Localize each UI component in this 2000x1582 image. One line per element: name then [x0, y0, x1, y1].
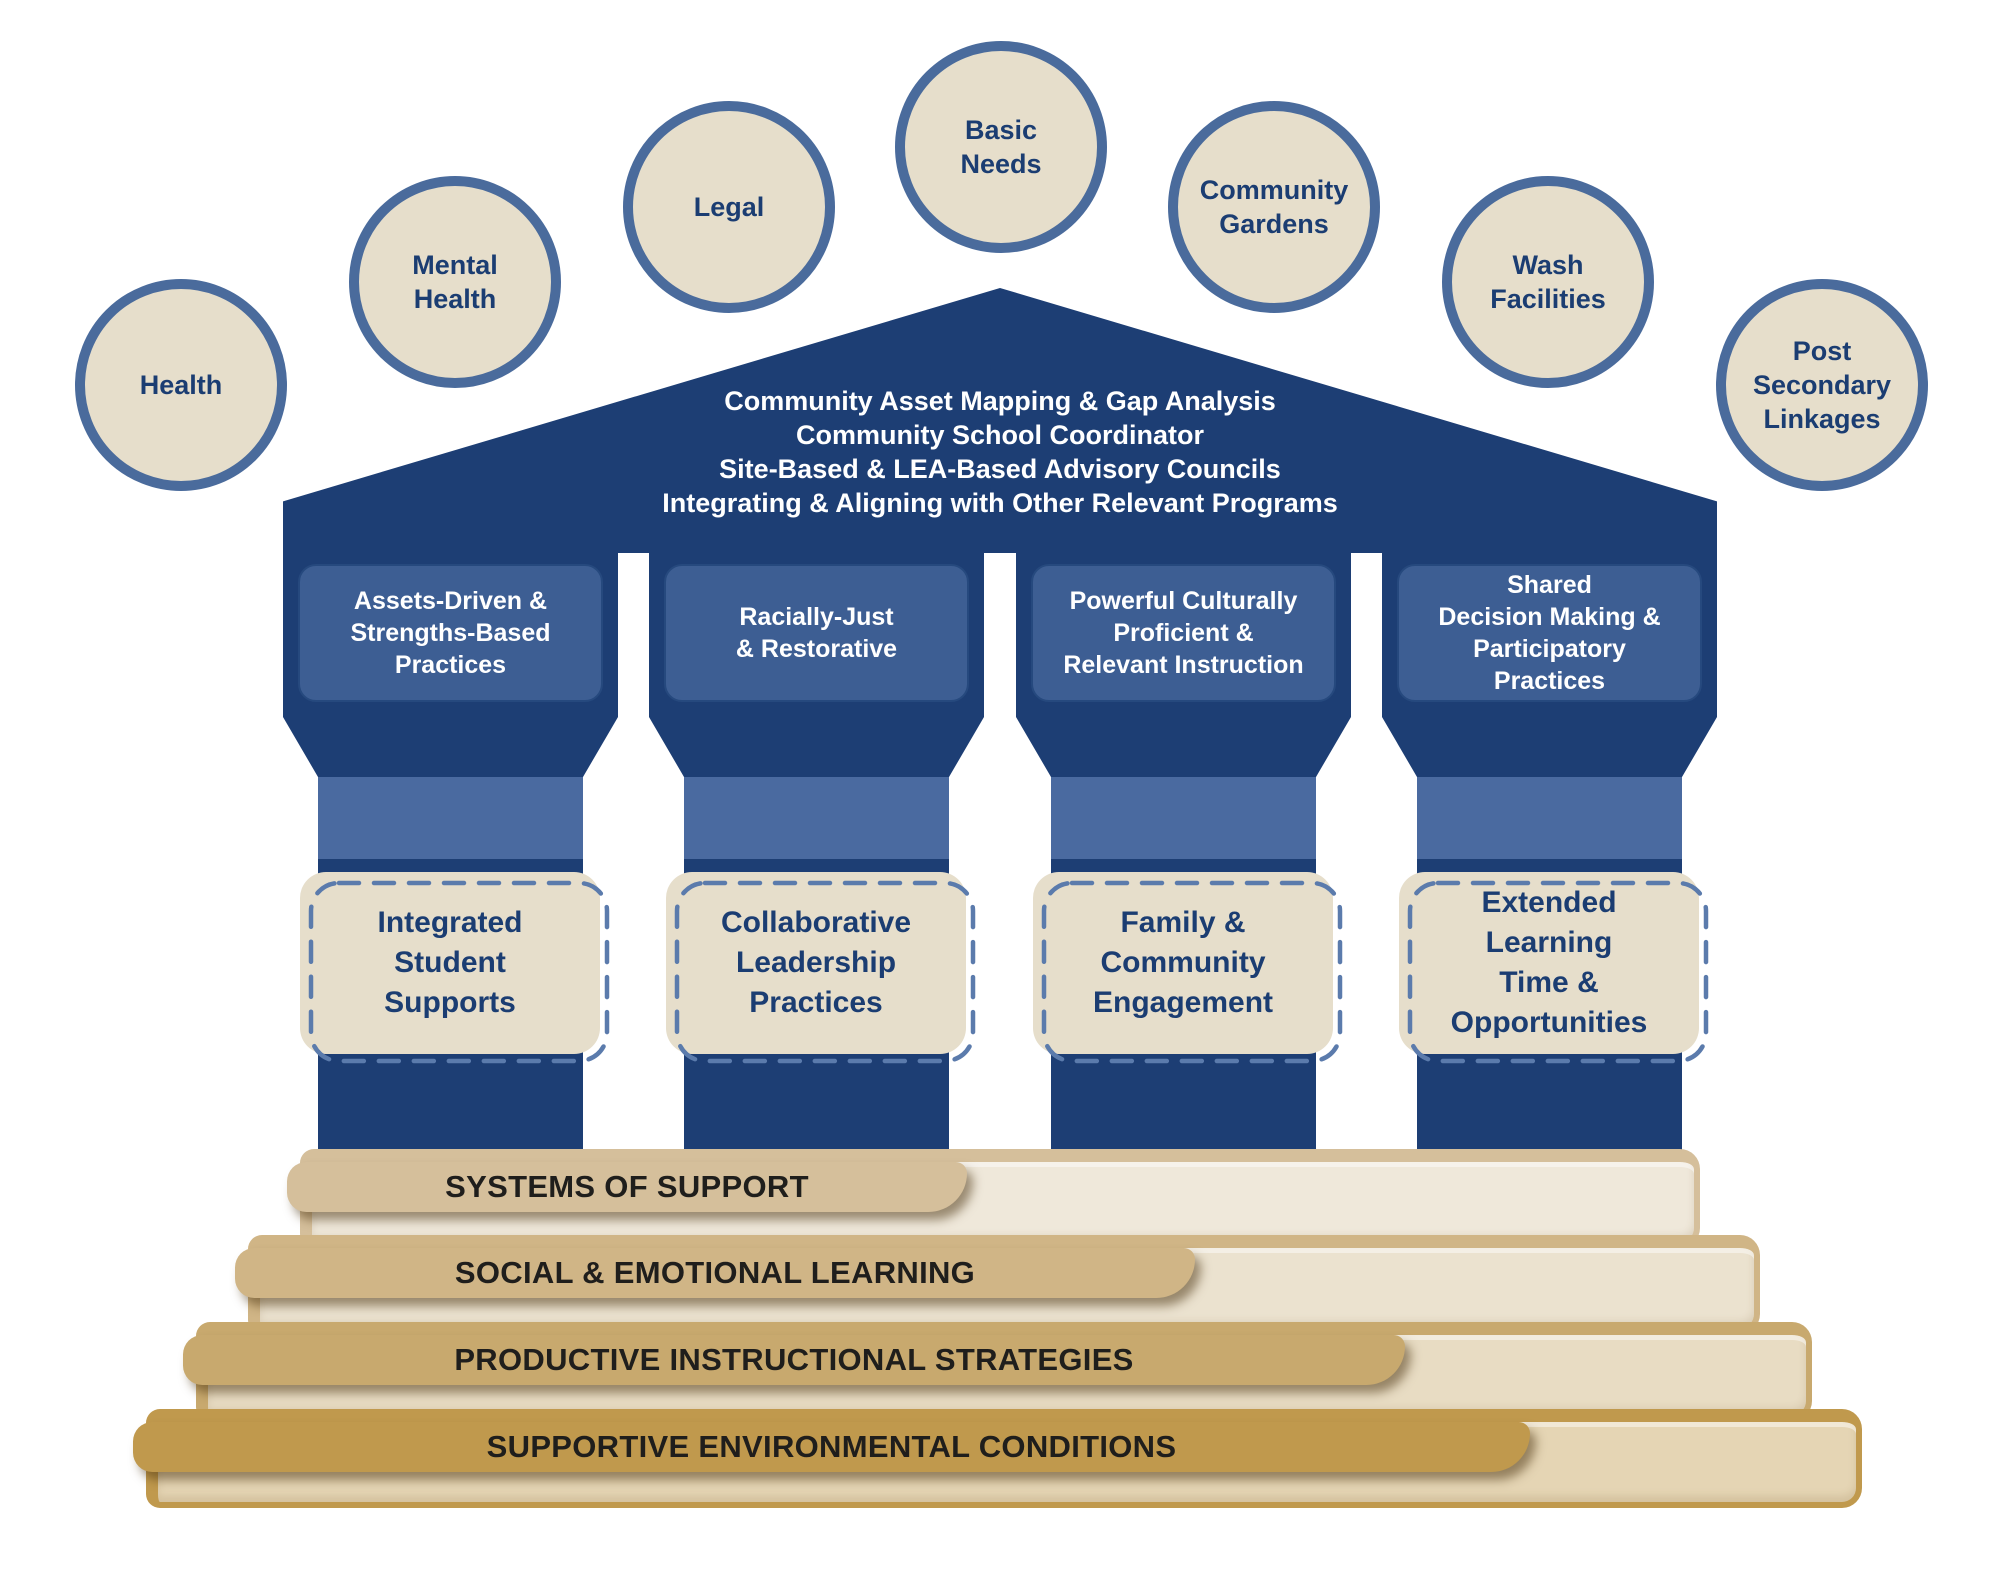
- pillar-capital-label: Assets-Driven & Strengths-Based Practice…: [350, 587, 551, 679]
- step-label: SOCIAL & EMOTIONAL LEARNING: [454, 1255, 976, 1290]
- support-circle-label: Health: [139, 370, 223, 400]
- pillar-shaft-band: [318, 777, 583, 859]
- step-social-emotional-learning: SOCIAL & EMOTIONAL LEARNING: [235, 1235, 1760, 1334]
- step-label-pill: SUPPORTIVE ENVIRONMENTAL CONDITIONS: [133, 1422, 1530, 1472]
- roof-program-line: Community School Coordinator: [796, 420, 1204, 450]
- support-circle-label: Post Secondary Linkages: [1752, 336, 1892, 434]
- support-circle-health: Health: [75, 279, 287, 491]
- pillar-family-community-engagement: Powerful Culturally Proficient & Relevan…: [1016, 553, 1351, 1165]
- pillar-capital: Racially-Just & Restorative: [649, 553, 984, 717]
- pillar-collaborative-leadership: Racially-Just & Restorative Collaborativ…: [649, 553, 984, 1165]
- support-circle-legal: Legal: [623, 101, 835, 313]
- support-circle-post-secondary: Post Secondary Linkages: [1716, 279, 1928, 491]
- step-label-pill: PRODUCTIVE INSTRUCTIONAL STRATEGIES: [183, 1335, 1405, 1385]
- pillar-plaque-label: Family & Community Engagement: [1092, 906, 1274, 1019]
- step-supportive-environmental-conditions: SUPPORTIVE ENVIRONMENTAL CONDITIONS: [133, 1409, 1862, 1508]
- support-circle-basic-needs: Basic Needs: [895, 41, 1107, 253]
- pillar-shaft-band: [1051, 777, 1316, 859]
- pillar-shaft-band: [684, 777, 949, 859]
- step-productive-instructional-strategies: PRODUCTIVE INSTRUCTIONAL STRATEGIES: [183, 1322, 1812, 1421]
- roof-program-line: Integrating & Aligning with Other Releva…: [662, 488, 1338, 518]
- step-label-pill: SYSTEMS OF SUPPORT: [287, 1162, 967, 1212]
- step-label-pill: SOCIAL & EMOTIONAL LEARNING: [235, 1248, 1195, 1298]
- support-circle-label: Mental Health: [412, 250, 498, 314]
- pillar-plaque: Family & Community Engagement: [1033, 872, 1333, 1054]
- pillar-capital-label: Shared Decision Making & Participatory P…: [1438, 571, 1661, 695]
- pillar-capital: Shared Decision Making & Participatory P…: [1382, 553, 1717, 717]
- support-circle-mental-health: Mental Health: [349, 176, 561, 388]
- support-circle-wash-facilities: Wash Facilities: [1442, 176, 1654, 388]
- pillar-extended-learning: Shared Decision Making & Participatory P…: [1382, 553, 1717, 1165]
- pillar-plaque-label: Integrated Student Supports: [377, 906, 523, 1019]
- pillar-capital-label: Powerful Culturally Proficient & Relevan…: [1063, 587, 1304, 679]
- pillar-capital-panel: Shared Decision Making & Participatory P…: [1397, 564, 1702, 702]
- step-label: SYSTEMS OF SUPPORT: [445, 1169, 809, 1204]
- step-label: PRODUCTIVE INSTRUCTIONAL STRATEGIES: [454, 1342, 1134, 1377]
- pillar-plaque: Extended Learning Time & Opportunities: [1399, 872, 1699, 1054]
- pillar-shaft-band: [1417, 777, 1682, 859]
- pillar-plaque-label: Collaborative Leadership Practices: [720, 906, 912, 1019]
- pillar-capital-label: Racially-Just & Restorative: [735, 603, 898, 663]
- roof-program-line: Site-Based & LEA-Based Advisory Councils: [719, 454, 1281, 484]
- pillar-capital: Powerful Culturally Proficient & Relevan…: [1016, 553, 1351, 717]
- support-circle-label: Legal: [693, 192, 765, 222]
- pillar-capital: Assets-Driven & Strengths-Based Practice…: [283, 553, 618, 717]
- pillar-capital-taper: [1016, 717, 1351, 777]
- support-circle-label: Wash Facilities: [1490, 250, 1606, 314]
- support-circle-label: Basic Needs: [960, 115, 1042, 179]
- roof-programs-list: Community Asset Mapping & Gap Analysis C…: [283, 384, 1717, 520]
- pillar-plaque: Collaborative Leadership Practices: [666, 872, 966, 1054]
- pillar-capital-taper: [649, 717, 984, 777]
- step-systems-of-support: SYSTEMS OF SUPPORT: [287, 1149, 1700, 1248]
- pillar-capital-panel: Assets-Driven & Strengths-Based Practice…: [298, 564, 603, 702]
- pillar-integrated-student-supports: Assets-Driven & Strengths-Based Practice…: [283, 553, 618, 1165]
- pillar-capital-panel: Powerful Culturally Proficient & Relevan…: [1031, 564, 1336, 702]
- pillar-plaque: Integrated Student Supports: [300, 872, 600, 1054]
- roof-program-line: Community Asset Mapping & Gap Analysis: [724, 386, 1276, 416]
- pillar-capital-panel: Racially-Just & Restorative: [664, 564, 969, 702]
- pillar-capital-taper: [283, 717, 618, 777]
- step-label: SUPPORTIVE ENVIRONMENTAL CONDITIONS: [486, 1429, 1177, 1464]
- support-circle-label: Community Gardens: [1199, 175, 1349, 239]
- pillar-capital-taper: [1382, 717, 1717, 777]
- support-circle-community-gardens: Community Gardens: [1168, 101, 1380, 313]
- pillar-plaque-label: Extended Learning Time & Opportunities: [1450, 886, 1648, 1039]
